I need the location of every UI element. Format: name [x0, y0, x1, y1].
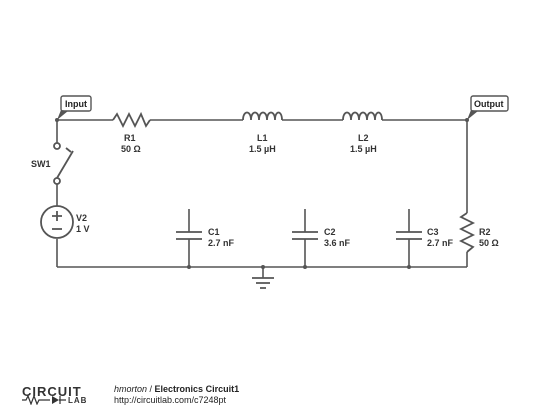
output-tag[interactable]: Output [467, 95, 509, 120]
c3-name: C3 [427, 227, 439, 237]
footer-byline: hmorton / Electronics Circuit1 [114, 384, 239, 394]
l2-name: L2 [358, 133, 369, 143]
circuitlab-logo-top: CIRCUIT [22, 384, 82, 399]
l1-value: 1.5 µH [249, 144, 276, 154]
r2-value: 50 Ω [479, 238, 499, 248]
c1-value: 2.7 nF [208, 238, 235, 248]
r2-name: R2 [479, 227, 491, 237]
c1-name: C1 [208, 227, 220, 237]
capacitor-c2[interactable] [292, 231, 318, 240]
ground-symbol [252, 267, 274, 289]
voltage-source-v2[interactable] [40, 205, 74, 239]
v2-value: 1 V [76, 224, 90, 234]
v2-name: V2 [76, 213, 87, 223]
capacitor-c3[interactable] [396, 231, 422, 240]
sw1-name: SW1 [31, 159, 51, 169]
input-tag-label: Input [65, 99, 87, 109]
resistor-r1[interactable] [112, 111, 151, 129]
circuit-url-link[interactable]: http://circuitlab.com/c7248pt [114, 395, 227, 405]
c3-value: 2.7 nF [427, 238, 454, 248]
switch-sw1[interactable] [53, 142, 74, 185]
byline-separator: / [147, 384, 155, 394]
c2-name: C2 [324, 227, 336, 237]
l2-value: 1.5 µH [350, 144, 377, 154]
junction-dot [407, 265, 411, 269]
author-link[interactable]: hmorton [114, 384, 148, 394]
c2-value: 3.6 nF [324, 238, 351, 248]
circuit-title[interactable]: Electronics Circuit1 [154, 384, 240, 394]
r1-name: R1 [124, 133, 136, 143]
resistor-r2[interactable] [458, 212, 476, 253]
inductor-l1[interactable] [242, 111, 283, 121]
junction-dot [187, 265, 191, 269]
circuitlab-logo-symbol-icon [22, 395, 66, 405]
circuitlab-logo-bottom: LAB [68, 396, 88, 405]
output-tag-label: Output [474, 99, 504, 109]
r1-value: 50 Ω [121, 144, 141, 154]
junction-dot [303, 265, 307, 269]
inductor-l2[interactable] [342, 111, 383, 121]
input-tag[interactable]: Input [57, 95, 92, 120]
capacitor-c1[interactable] [176, 231, 202, 240]
footer [0, 383, 540, 405]
l1-name: L1 [257, 133, 268, 143]
